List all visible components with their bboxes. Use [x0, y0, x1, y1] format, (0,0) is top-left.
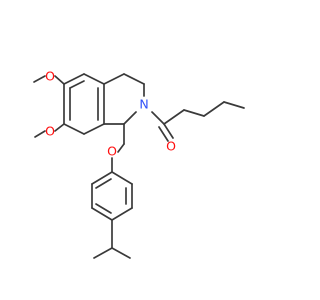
bond-layer: [33, 73, 245, 259]
atom-label-o-methoxy-top: O: [45, 69, 55, 84]
atom-label-n-ring: N: [139, 97, 148, 112]
bond-o-c6: [54, 75, 65, 85]
atom-label-o-carbonyl: O: [166, 139, 176, 154]
bond-ipr-me2: [111, 247, 131, 259]
bond-c5-c6: [63, 73, 85, 85]
bond-n-c1: [123, 111, 137, 125]
bond-ch3-o-bottom: [34, 130, 46, 138]
bond-c5-c6-inner: [69, 80, 85, 89]
bond-ar-1: [91, 171, 113, 185]
canvas-background: [0, 0, 300, 300]
bond-ch3-o-top: [33, 75, 46, 83]
bond-c4a-c4: [103, 73, 125, 85]
bond-ar-4: [111, 207, 133, 221]
bond-ar-3: [91, 207, 113, 221]
bond-ar-1-inner: [95, 178, 112, 189]
bond-c4-c3: [123, 73, 145, 85]
bond-c4a-c5: [83, 73, 105, 85]
bond-n-carbonyl: [151, 111, 165, 125]
bond-ar-3-inner: [95, 203, 112, 214]
bond-chain-3: [203, 101, 225, 117]
bond-chain-2: [183, 109, 205, 117]
bond-ar-6: [111, 171, 133, 185]
atom-label-o-methoxy-bottom: O: [45, 124, 55, 139]
molecule-structure: O O N O O: [0, 0, 300, 300]
bond-carbonyl-co: [163, 123, 174, 139]
atom-label-layer: O O N O O: [45, 69, 176, 159]
bond-chain-1: [163, 109, 185, 125]
bond-c8-c8a: [83, 123, 105, 135]
bond-carbonyl-co-double: [158, 126, 169, 142]
bond-o-c7: [54, 123, 65, 132]
atom-label-o-ether: O: [107, 144, 117, 159]
bond-chain-4: [223, 101, 245, 109]
bond-ch2-o: [117, 143, 125, 153]
bond-c7-c8: [63, 123, 85, 135]
bond-ipr-me1: [93, 247, 113, 259]
